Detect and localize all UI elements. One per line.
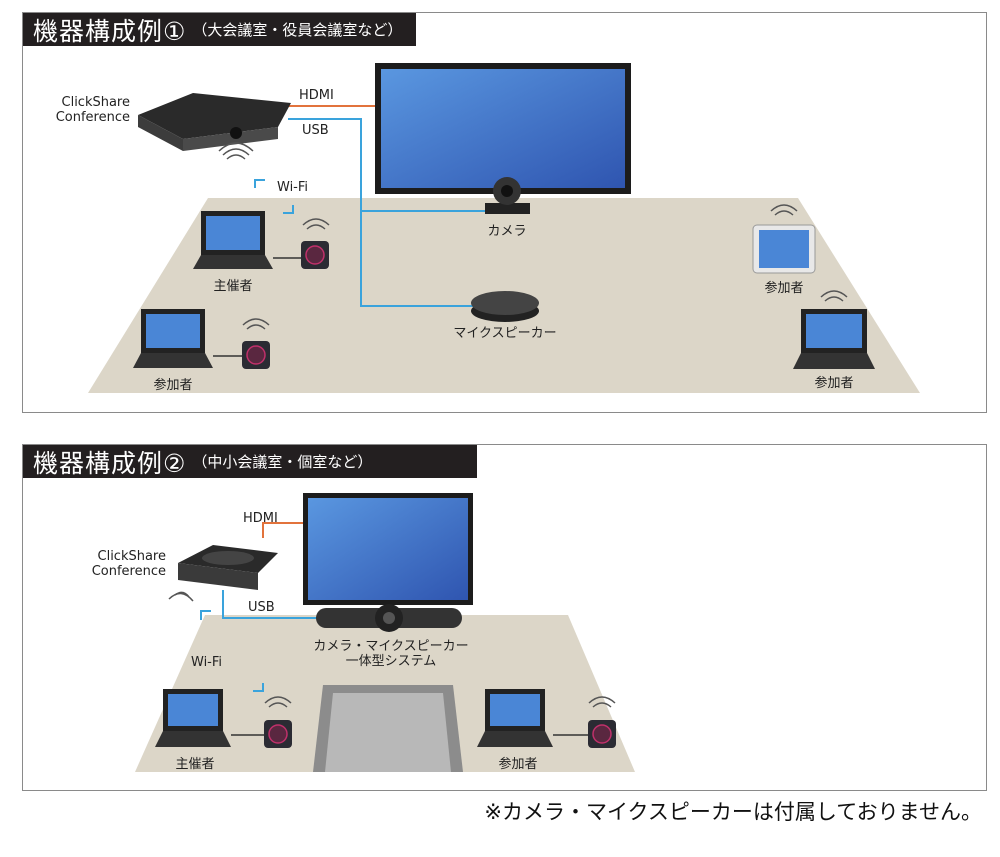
camera-speaker-bar	[316, 604, 462, 632]
config2-device-label-line1: ClickShare	[97, 549, 167, 564]
config2-diagram	[135, 493, 635, 772]
config1-host-label: 主催者	[213, 279, 253, 294]
wifi-bracket-bottom	[253, 683, 264, 692]
config1-device-label: ClickShare Conference	[56, 95, 130, 125]
config1-diagram	[88, 63, 920, 393]
config2-title-main: 機器構成例②	[33, 448, 187, 478]
button-participant-left	[242, 341, 270, 369]
config2-host-label: 主催者	[175, 757, 215, 772]
config-panel-1: 機器構成例① （大会議室・役員会議室など） ClickShare Confere…	[22, 12, 987, 413]
config1-device-label-line1: ClickShare	[61, 95, 131, 110]
wifi-icon-host	[302, 218, 330, 230]
config1-participant-tablet-label: 参加者	[764, 281, 804, 296]
config1-participant-right-label: 参加者	[814, 376, 854, 391]
wifi-icon-participant-right	[820, 290, 848, 302]
button-participant	[588, 720, 616, 748]
config2-device-label: ClickShare Conference	[92, 549, 166, 579]
config1-speaker-label: マイクスピーカー	[453, 326, 557, 341]
config2-usb-label: USB	[248, 600, 275, 615]
config1-participant-left-label: 参加者	[153, 378, 193, 393]
wifi-icon-host	[264, 696, 292, 708]
config2-camera-bar-label-line2: 一体型システム	[345, 654, 437, 669]
config1-wifi-label: Wi-Fi	[277, 180, 309, 195]
wifi-icon-device	[168, 591, 194, 602]
camera-device	[485, 177, 530, 214]
wifi-bracket-top	[254, 179, 265, 188]
config1-hdmi-label: HDMI	[299, 88, 334, 103]
laptop-participant	[477, 689, 553, 747]
config2-hdmi-label: HDMI	[243, 511, 278, 526]
usb-cable	[222, 590, 318, 619]
button-host	[301, 241, 329, 269]
config2-title: 機器構成例② （中小会議室・個室など）	[23, 445, 477, 478]
config1-camera-label: カメラ	[487, 224, 527, 239]
config2-camera-bar-label: カメラ・マイクスピーカー 一体型システム	[313, 639, 468, 669]
speaker-device	[471, 291, 539, 322]
laptop-host	[155, 689, 231, 747]
footnote: ※カメラ・マイクスピーカーは付属しておりません。	[484, 800, 982, 824]
wifi-bracket-top	[200, 610, 211, 620]
wifi-icon-device	[218, 142, 254, 160]
wifi-icon-participant-left	[242, 318, 270, 330]
usb-cable	[288, 118, 473, 307]
config2-participant-label: 参加者	[498, 757, 538, 772]
tablet	[752, 224, 816, 274]
clickshare-device	[178, 545, 278, 590]
config1-title-sub: （大会議室・役員会議室など）	[192, 21, 403, 39]
config-panel-2: 機器構成例② （中小会議室・個室など） ClickShare Conferenc…	[22, 444, 987, 791]
clickshare-device	[138, 93, 291, 151]
wifi-icon-tablet	[770, 204, 798, 216]
config2-wifi-label: Wi-Fi	[191, 655, 223, 670]
button-host	[264, 720, 292, 748]
config1-title: 機器構成例① （大会議室・役員会議室など）	[23, 13, 417, 46]
config1-device-label-line2: Conference	[55, 110, 130, 125]
config2-camera-bar-label-line1: カメラ・マイクスピーカー	[313, 639, 469, 654]
wifi-bracket-bottom	[283, 205, 294, 214]
config2-device-label-line2: Conference	[91, 564, 166, 579]
config1-title-main: 機器構成例①	[33, 16, 187, 46]
hdmi-cable	[262, 522, 303, 538]
laptop-participant-right	[793, 309, 875, 369]
laptop-participant-left	[133, 309, 213, 368]
config1-usb-label: USB	[302, 123, 329, 138]
wifi-icon-participant	[588, 696, 616, 708]
laptop-host	[193, 211, 273, 269]
config2-title-sub: （中小会議室・個室など）	[192, 453, 373, 471]
